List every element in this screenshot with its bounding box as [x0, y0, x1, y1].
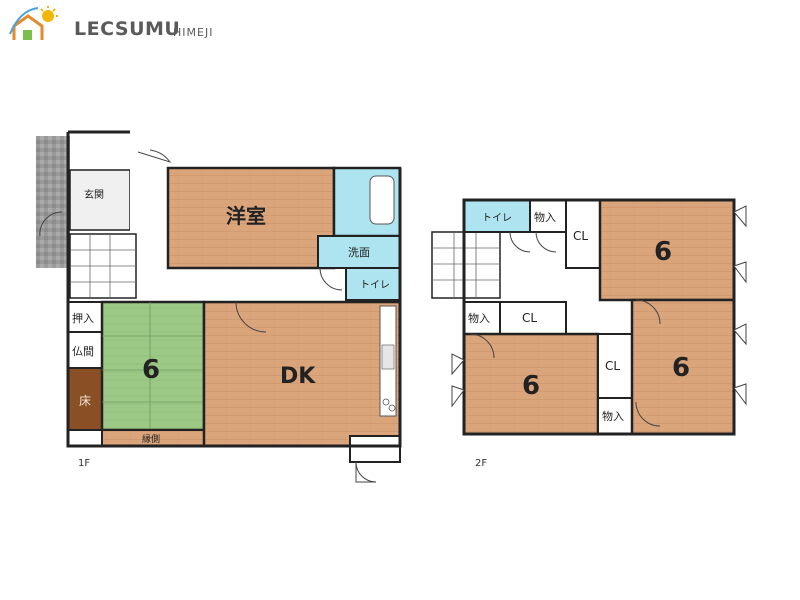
window-marks	[451, 205, 747, 408]
door-swing	[509, 231, 531, 253]
door-swing	[319, 267, 343, 291]
back-entrance	[349, 435, 401, 463]
label-monoire-top: 物入	[534, 210, 556, 224]
door-swing	[635, 401, 661, 427]
label-cl-top: CL	[573, 229, 588, 243]
label-room-se: 6	[672, 353, 690, 383]
room-toko	[67, 367, 103, 431]
door-swing	[355, 461, 377, 483]
brand-subtitle: HIMEJI	[173, 26, 214, 39]
room-dk	[202, 300, 402, 448]
floor-2f	[431, 198, 747, 436]
label-toilet-1f: トイレ	[360, 280, 390, 291]
outer-wall-1f	[66, 130, 402, 448]
label-cl-small: CL	[605, 359, 620, 373]
label-dk: DK	[280, 364, 316, 389]
brand-name: LECSUMU	[74, 18, 181, 40]
label-cl-mid: CL	[522, 311, 537, 325]
floor-1f	[36, 130, 402, 483]
room-monoire-left	[463, 301, 501, 335]
room-youshitsu	[166, 166, 336, 270]
room-cl-top	[565, 199, 601, 269]
label-toko: 床	[79, 394, 91, 408]
house-sun-logo-icon	[9, 6, 58, 40]
bathtub	[369, 175, 395, 225]
label-butsuma: 仏間	[72, 345, 94, 358]
door-swing	[535, 231, 557, 253]
label-washitsu: 6	[142, 355, 160, 385]
floor-label-2f: 2F	[475, 458, 488, 469]
label-genkan: 玄関	[84, 188, 104, 201]
label-room-ne: 6	[654, 237, 672, 267]
label-engawa: 縁側	[142, 433, 160, 445]
stone-path	[36, 136, 70, 268]
brand-logo: LECSUMU HIMEJI	[8, 4, 238, 44]
stove-burner	[388, 404, 396, 412]
door-swing	[39, 211, 63, 237]
genkan-area	[69, 169, 131, 231]
floor-label-1f: 1F	[78, 458, 91, 469]
room-cl-small	[597, 333, 633, 399]
label-monoire-bottom: 物入	[602, 409, 624, 423]
door-swing	[635, 299, 661, 325]
label-toilet-2f: トイレ	[482, 213, 512, 224]
room-se	[630, 298, 736, 436]
kitchen-sink	[381, 344, 395, 370]
label-senmen: 洗面	[348, 246, 370, 259]
stairs-2f	[431, 231, 501, 299]
label-room-sw: 6	[522, 371, 540, 401]
door-swing	[469, 333, 495, 359]
room-ne	[598, 198, 736, 302]
room-toilet-2f	[463, 199, 531, 233]
door-swing	[137, 149, 172, 163]
label-monoire-left: 物入	[468, 311, 490, 325]
outer-wall-2f	[462, 198, 736, 436]
stairs-1f	[69, 233, 137, 299]
door-swing	[235, 301, 267, 333]
stove-burner	[382, 398, 390, 406]
label-oshiire: 押入	[72, 311, 94, 325]
label-youshitsu: 洋室	[226, 204, 266, 228]
